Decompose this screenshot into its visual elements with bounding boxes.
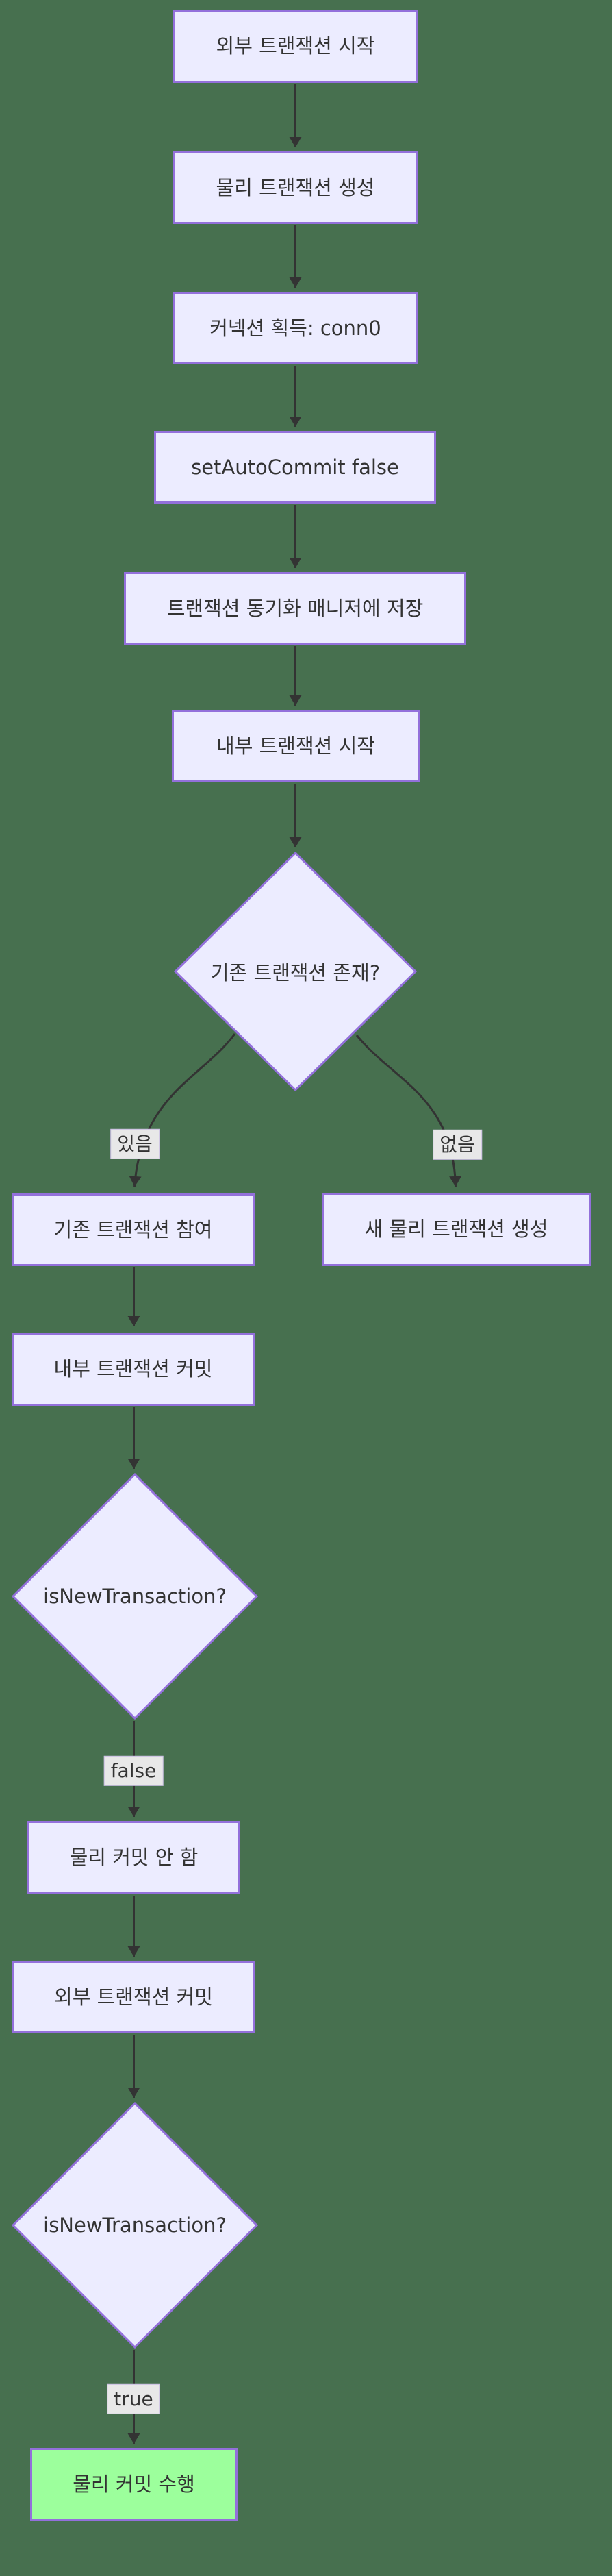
node-label: setAutoCommit false [191, 455, 399, 479]
decision-label: isNewTransaction? [43, 2214, 227, 2237]
node-outer-tx-commit: 외부 트랜잭션 커밋 [12, 1961, 255, 2033]
diamond-shape [12, 1473, 258, 1720]
node-label: 커넥션 획득: conn0 [209, 316, 381, 340]
node-store-in-sync-manager: 트랜잭션 동기화 매니저에 저장 [124, 572, 466, 645]
decision-label: 기존 트랜잭션 존재? [210, 961, 381, 984]
node-join-existing-tx: 기존 트랜잭션 참여 [12, 1193, 255, 1266]
node-no-physical-commit: 물리 커밋 안 함 [27, 1821, 240, 1894]
node-label: 외부 트랜잭션 커밋 [54, 1985, 213, 2009]
node-label: 물리 커밋 수행 [73, 2473, 195, 2497]
decision-is-new-transaction-1: isNewTransaction? [12, 1473, 258, 1720]
node-label: 외부 트랜잭션 시작 [216, 34, 375, 58]
node-label: 내부 트랜잭션 커밋 [53, 1357, 213, 1381]
decision-is-new-transaction-2: isNewTransaction? [12, 2102, 258, 2349]
decision-existing-tx: 기존 트랜잭션 존재? [174, 852, 417, 1091]
node-inner-tx-start: 내부 트랜잭션 시작 [172, 710, 420, 782]
edge-label-false: false [103, 1755, 164, 1787]
node-label: 물리 커밋 안 함 [69, 1846, 199, 1870]
node-create-new-physical-tx: 새 물리 트랜잭션 생성 [322, 1193, 591, 1266]
node-label: 트랜잭션 동기화 매니저에 저장 [166, 596, 424, 620]
decision-label: isNewTransaction? [43, 1585, 227, 1608]
node-label: 기존 트랜잭션 참여 [53, 1217, 213, 1241]
node-acquire-connection: 커넥션 획득: conn0 [173, 292, 418, 364]
node-label: 내부 트랜잭션 시작 [216, 734, 375, 758]
edge-label-yes: 있음 [110, 1128, 160, 1160]
node-perform-physical-commit: 물리 커밋 수행 [30, 2448, 238, 2521]
edge-label-no: 없음 [433, 1129, 482, 1161]
node-inner-tx-commit: 내부 트랜잭션 커밋 [12, 1333, 255, 1406]
diamond-shape [174, 852, 417, 1091]
diamond-shape [12, 2102, 258, 2349]
edge-label-true: true [107, 2383, 160, 2415]
node-create-physical-tx: 물리 트랜잭션 생성 [173, 151, 418, 224]
node-label: 새 물리 트랜잭션 생성 [364, 1217, 548, 1241]
node-set-autocommit-false: setAutoCommit false [154, 431, 436, 504]
node-outer-tx-start: 외부 트랜잭션 시작 [173, 10, 418, 83]
node-label: 물리 트랜잭션 생성 [216, 175, 375, 199]
